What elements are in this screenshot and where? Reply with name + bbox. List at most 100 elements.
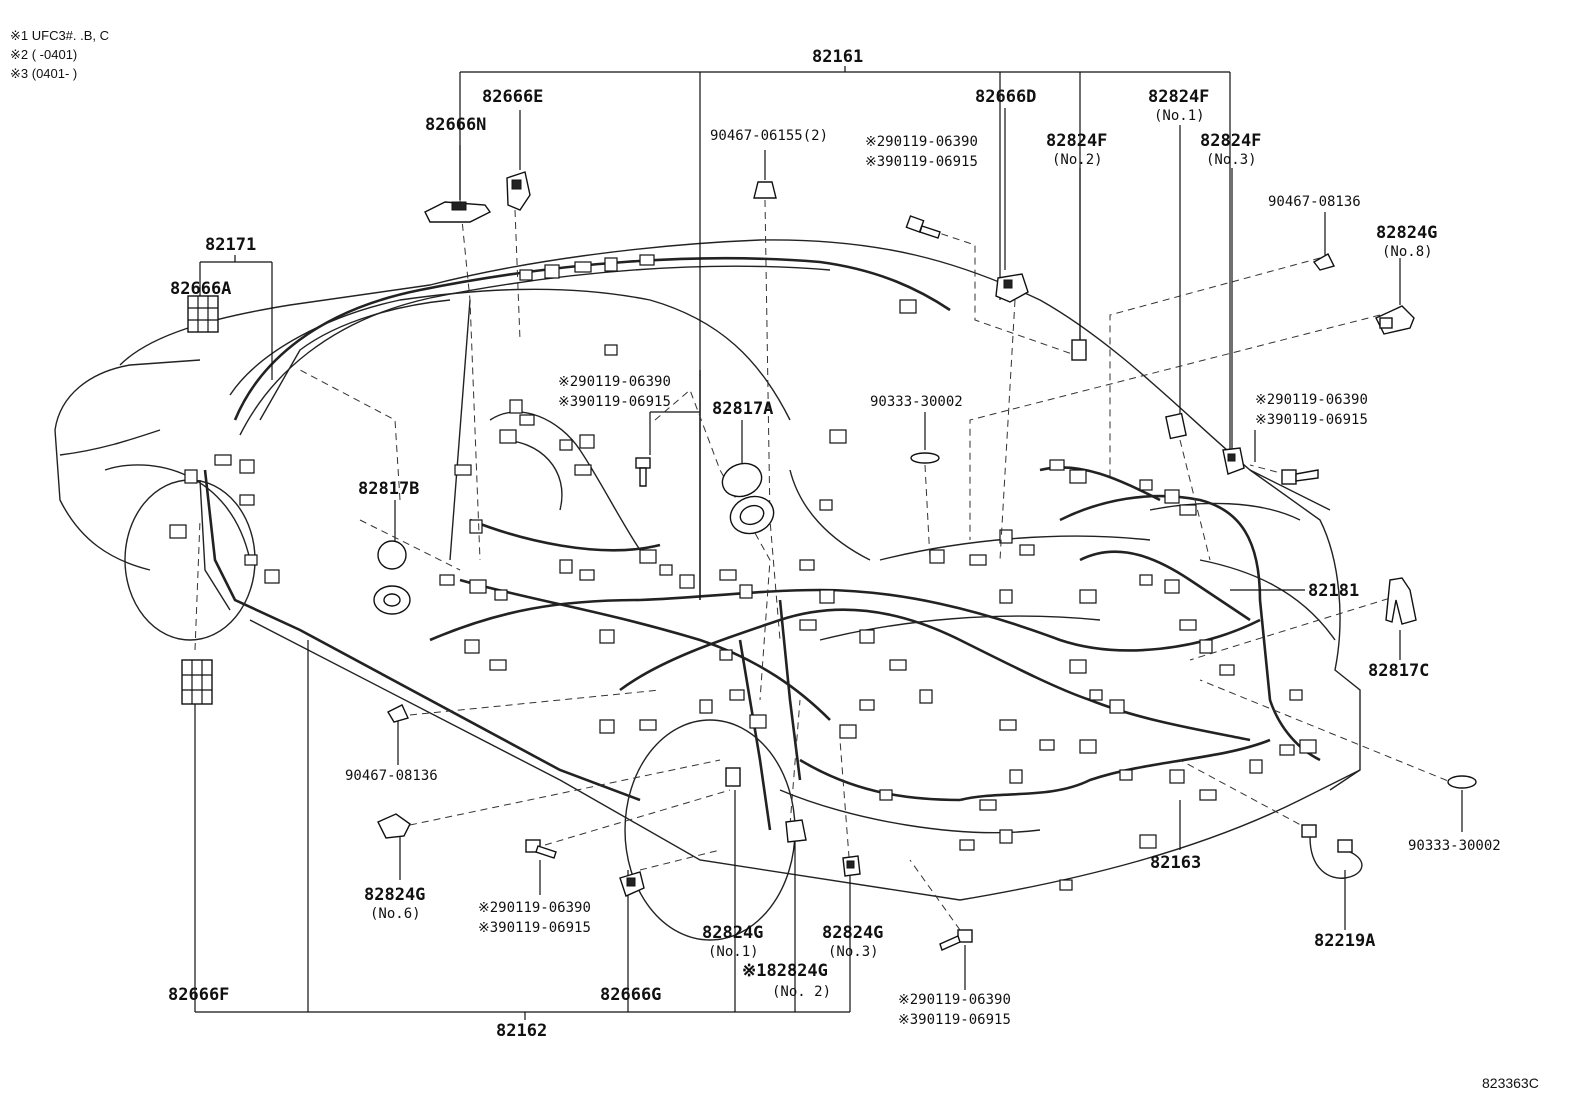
label-82666e: 82666E bbox=[482, 87, 543, 107]
harness-connector bbox=[1139, 574, 1153, 586]
harness-connector bbox=[439, 574, 455, 586]
label-82824g-no3-sub: (No.3) bbox=[828, 944, 879, 960]
label-82824g-no6-sub: (No.6) bbox=[370, 906, 421, 922]
harness-connector bbox=[1249, 759, 1263, 774]
label-bolt4-b: ※390119-06915 bbox=[478, 920, 591, 936]
label-90333-right: 90333-30002 bbox=[1408, 838, 1501, 854]
part-82666g bbox=[619, 871, 645, 897]
harness-connector bbox=[489, 659, 507, 671]
harness-connector bbox=[969, 554, 987, 566]
part-bolt-center bbox=[635, 457, 651, 487]
harness-connector bbox=[509, 399, 523, 414]
car-body-outline bbox=[54, 239, 1361, 941]
harness-connector bbox=[214, 454, 232, 466]
label-82666f: 82666F bbox=[168, 985, 229, 1005]
harness-connector bbox=[819, 589, 835, 604]
harness-connector bbox=[959, 839, 975, 851]
harness-connector bbox=[464, 639, 480, 654]
harness-connector bbox=[719, 649, 733, 661]
harness-connector bbox=[519, 414, 535, 426]
part-82817a bbox=[721, 462, 775, 535]
part-82824g-no2 bbox=[785, 819, 807, 843]
harness-connector bbox=[1079, 589, 1097, 604]
part-82666n bbox=[424, 201, 492, 223]
harness-connector bbox=[559, 439, 573, 451]
harness-connector bbox=[239, 459, 255, 474]
harness-connector bbox=[264, 569, 280, 584]
harness-connector bbox=[999, 719, 1017, 731]
harness-connector bbox=[749, 714, 767, 729]
part-90333-right bbox=[1447, 775, 1477, 789]
harness-connector bbox=[889, 659, 907, 671]
label-82161: 82161 bbox=[812, 47, 863, 67]
harness-connector bbox=[1169, 769, 1185, 784]
label-bolt3-a: ※290119-06390 bbox=[1255, 392, 1368, 408]
leader-lines bbox=[194, 66, 1463, 1020]
harness-connector bbox=[184, 469, 198, 484]
harness-connector bbox=[454, 464, 472, 476]
harness-connector bbox=[599, 719, 615, 734]
label-82219a: 82219A bbox=[1314, 931, 1375, 951]
part-82824f-no2 bbox=[1071, 339, 1087, 361]
label-bolt4-a: ※290119-06390 bbox=[478, 900, 591, 916]
harness-connector bbox=[169, 524, 187, 539]
harness-connector bbox=[699, 699, 713, 714]
label-bolt3-b: ※390119-06915 bbox=[1255, 412, 1368, 428]
harness-connector bbox=[1139, 834, 1157, 849]
label-bolt1-a: ※290119-06390 bbox=[865, 134, 978, 150]
label-bolt2-a: ※290119-06390 bbox=[558, 374, 671, 390]
harness-connector bbox=[929, 549, 945, 564]
part-82666d bbox=[995, 273, 1029, 303]
label-82162: 82162 bbox=[496, 1021, 547, 1041]
harness-connector bbox=[739, 584, 753, 599]
label-82817c: 82817C bbox=[1368, 661, 1429, 681]
harness-connector bbox=[1179, 619, 1197, 631]
part-82666a bbox=[187, 295, 219, 333]
part-82824g-no8 bbox=[1375, 305, 1415, 335]
harness-connector bbox=[719, 569, 737, 581]
part-bolt-right bbox=[1281, 469, 1319, 485]
harness-connector bbox=[899, 299, 917, 314]
harness-connector bbox=[1009, 769, 1023, 784]
harness-connector bbox=[1039, 739, 1055, 751]
harness-connector bbox=[244, 554, 258, 566]
part-82219a bbox=[1301, 824, 1363, 879]
harness-connector bbox=[639, 719, 657, 731]
part-82824f-no3 bbox=[1222, 447, 1245, 475]
label-82824f-no3-sub: (No.3) bbox=[1206, 152, 1257, 168]
harness-connector bbox=[819, 499, 833, 511]
label-82824g-no2-sub: (No. 2) bbox=[772, 984, 831, 1000]
harness-connector bbox=[469, 519, 483, 534]
label-82666n: 82666N bbox=[425, 115, 486, 135]
harness-connector bbox=[879, 789, 893, 801]
label-82824f-no1-sub: (No.1) bbox=[1154, 108, 1205, 124]
harness-connector bbox=[544, 264, 560, 279]
harness-connector bbox=[1069, 469, 1087, 484]
harness-connector bbox=[1289, 689, 1303, 701]
note-2: ※2 ( -0401) bbox=[10, 47, 77, 62]
harness-connector bbox=[859, 699, 875, 711]
harness-connector bbox=[1069, 659, 1087, 674]
label-82163: 82163 bbox=[1150, 853, 1201, 873]
label-82824g-no6: 82824G bbox=[364, 885, 425, 905]
harness-connector bbox=[574, 261, 592, 273]
harness-connector bbox=[579, 569, 595, 581]
label-82181: 82181 bbox=[1308, 581, 1359, 601]
label-82824f-no3: 82824F bbox=[1200, 131, 1261, 151]
harness-connector bbox=[639, 254, 655, 266]
part-bolt-bottom-left bbox=[525, 839, 557, 859]
harness-connector bbox=[1079, 739, 1097, 754]
harness-connector bbox=[1059, 879, 1073, 891]
label-bolt1-b: ※390119-06915 bbox=[865, 154, 978, 170]
harness-connector bbox=[1279, 744, 1295, 756]
label-82824f-no2-sub: (No.2) bbox=[1052, 152, 1103, 168]
label-bolt2-b: ※390119-06915 bbox=[558, 394, 671, 410]
label-82817a: 82817A bbox=[712, 399, 773, 419]
harness-connector bbox=[1199, 789, 1217, 801]
part-82666e bbox=[506, 171, 531, 211]
label-90467-06155: 90467-06155(2) bbox=[710, 128, 828, 144]
label-bolt5-a: ※290119-06390 bbox=[898, 992, 1011, 1008]
harness-connector bbox=[999, 589, 1013, 604]
label-90333-center: 90333-30002 bbox=[870, 394, 963, 410]
